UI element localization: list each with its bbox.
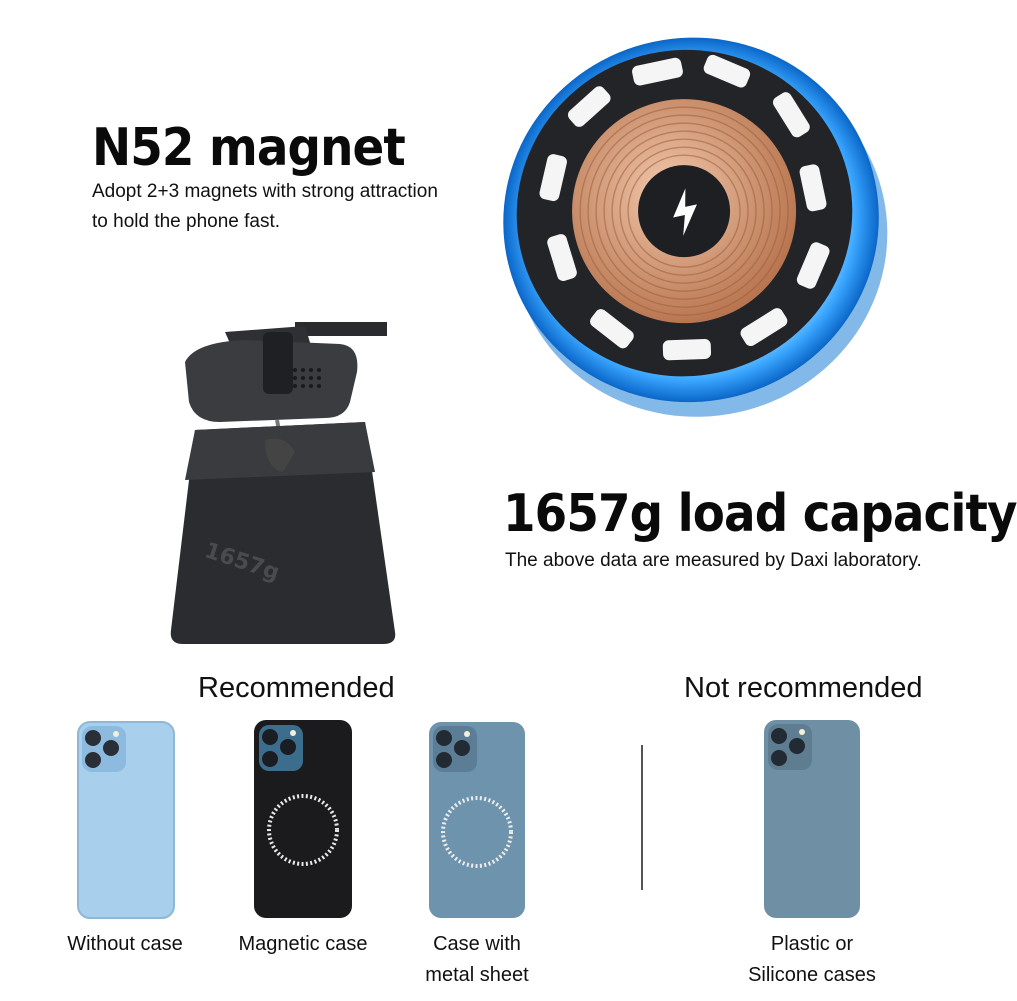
- caption-line: metal sheet: [425, 964, 529, 986]
- feature-desc-line: Adopt 2+3 magnets with strong attraction: [92, 181, 438, 202]
- caption-line: Without case: [67, 933, 183, 955]
- feature-title-load: 1657g load capacity: [503, 484, 1017, 544]
- section-divider: [641, 745, 643, 890]
- feature-desc-load: The above data are measured by Daxi labo…: [505, 546, 922, 576]
- feature-desc-magnet: Adopt 2+3 magnets with strong attraction…: [92, 177, 438, 237]
- caption-magnetic-case: Magnetic case: [228, 929, 378, 960]
- mount-with-weight-image: 1657g: [170, 322, 396, 644]
- magnetic-charger-image: [503, 37, 888, 417]
- phone-metal-sheet-case-image: [429, 722, 525, 918]
- caption-silicone-case: Plastic or Silicone cases: [730, 929, 894, 991]
- feature-desc-line: The above data are measured by Daxi labo…: [505, 550, 922, 571]
- caption-metal-sheet-case: Case with metal sheet: [402, 929, 552, 991]
- caption-without-case: Without case: [55, 929, 195, 960]
- caption-line: Case with: [433, 933, 521, 955]
- caption-line: Plastic or: [770, 933, 854, 955]
- feature-title-magnet: N52 magnet: [92, 118, 406, 178]
- phone-silicone-case-image: [764, 720, 860, 918]
- phone-magnetic-case-image: [254, 720, 352, 918]
- recommended-heading: Recommended: [198, 672, 395, 704]
- caption-line: Silicone cases: [748, 964, 876, 986]
- not-recommended-heading: Not recommended: [684, 672, 923, 704]
- phone-without-case-image: [77, 721, 175, 919]
- caption-line: Magnetic case: [238, 933, 368, 955]
- feature-desc-line: to hold the phone fast.: [92, 211, 281, 232]
